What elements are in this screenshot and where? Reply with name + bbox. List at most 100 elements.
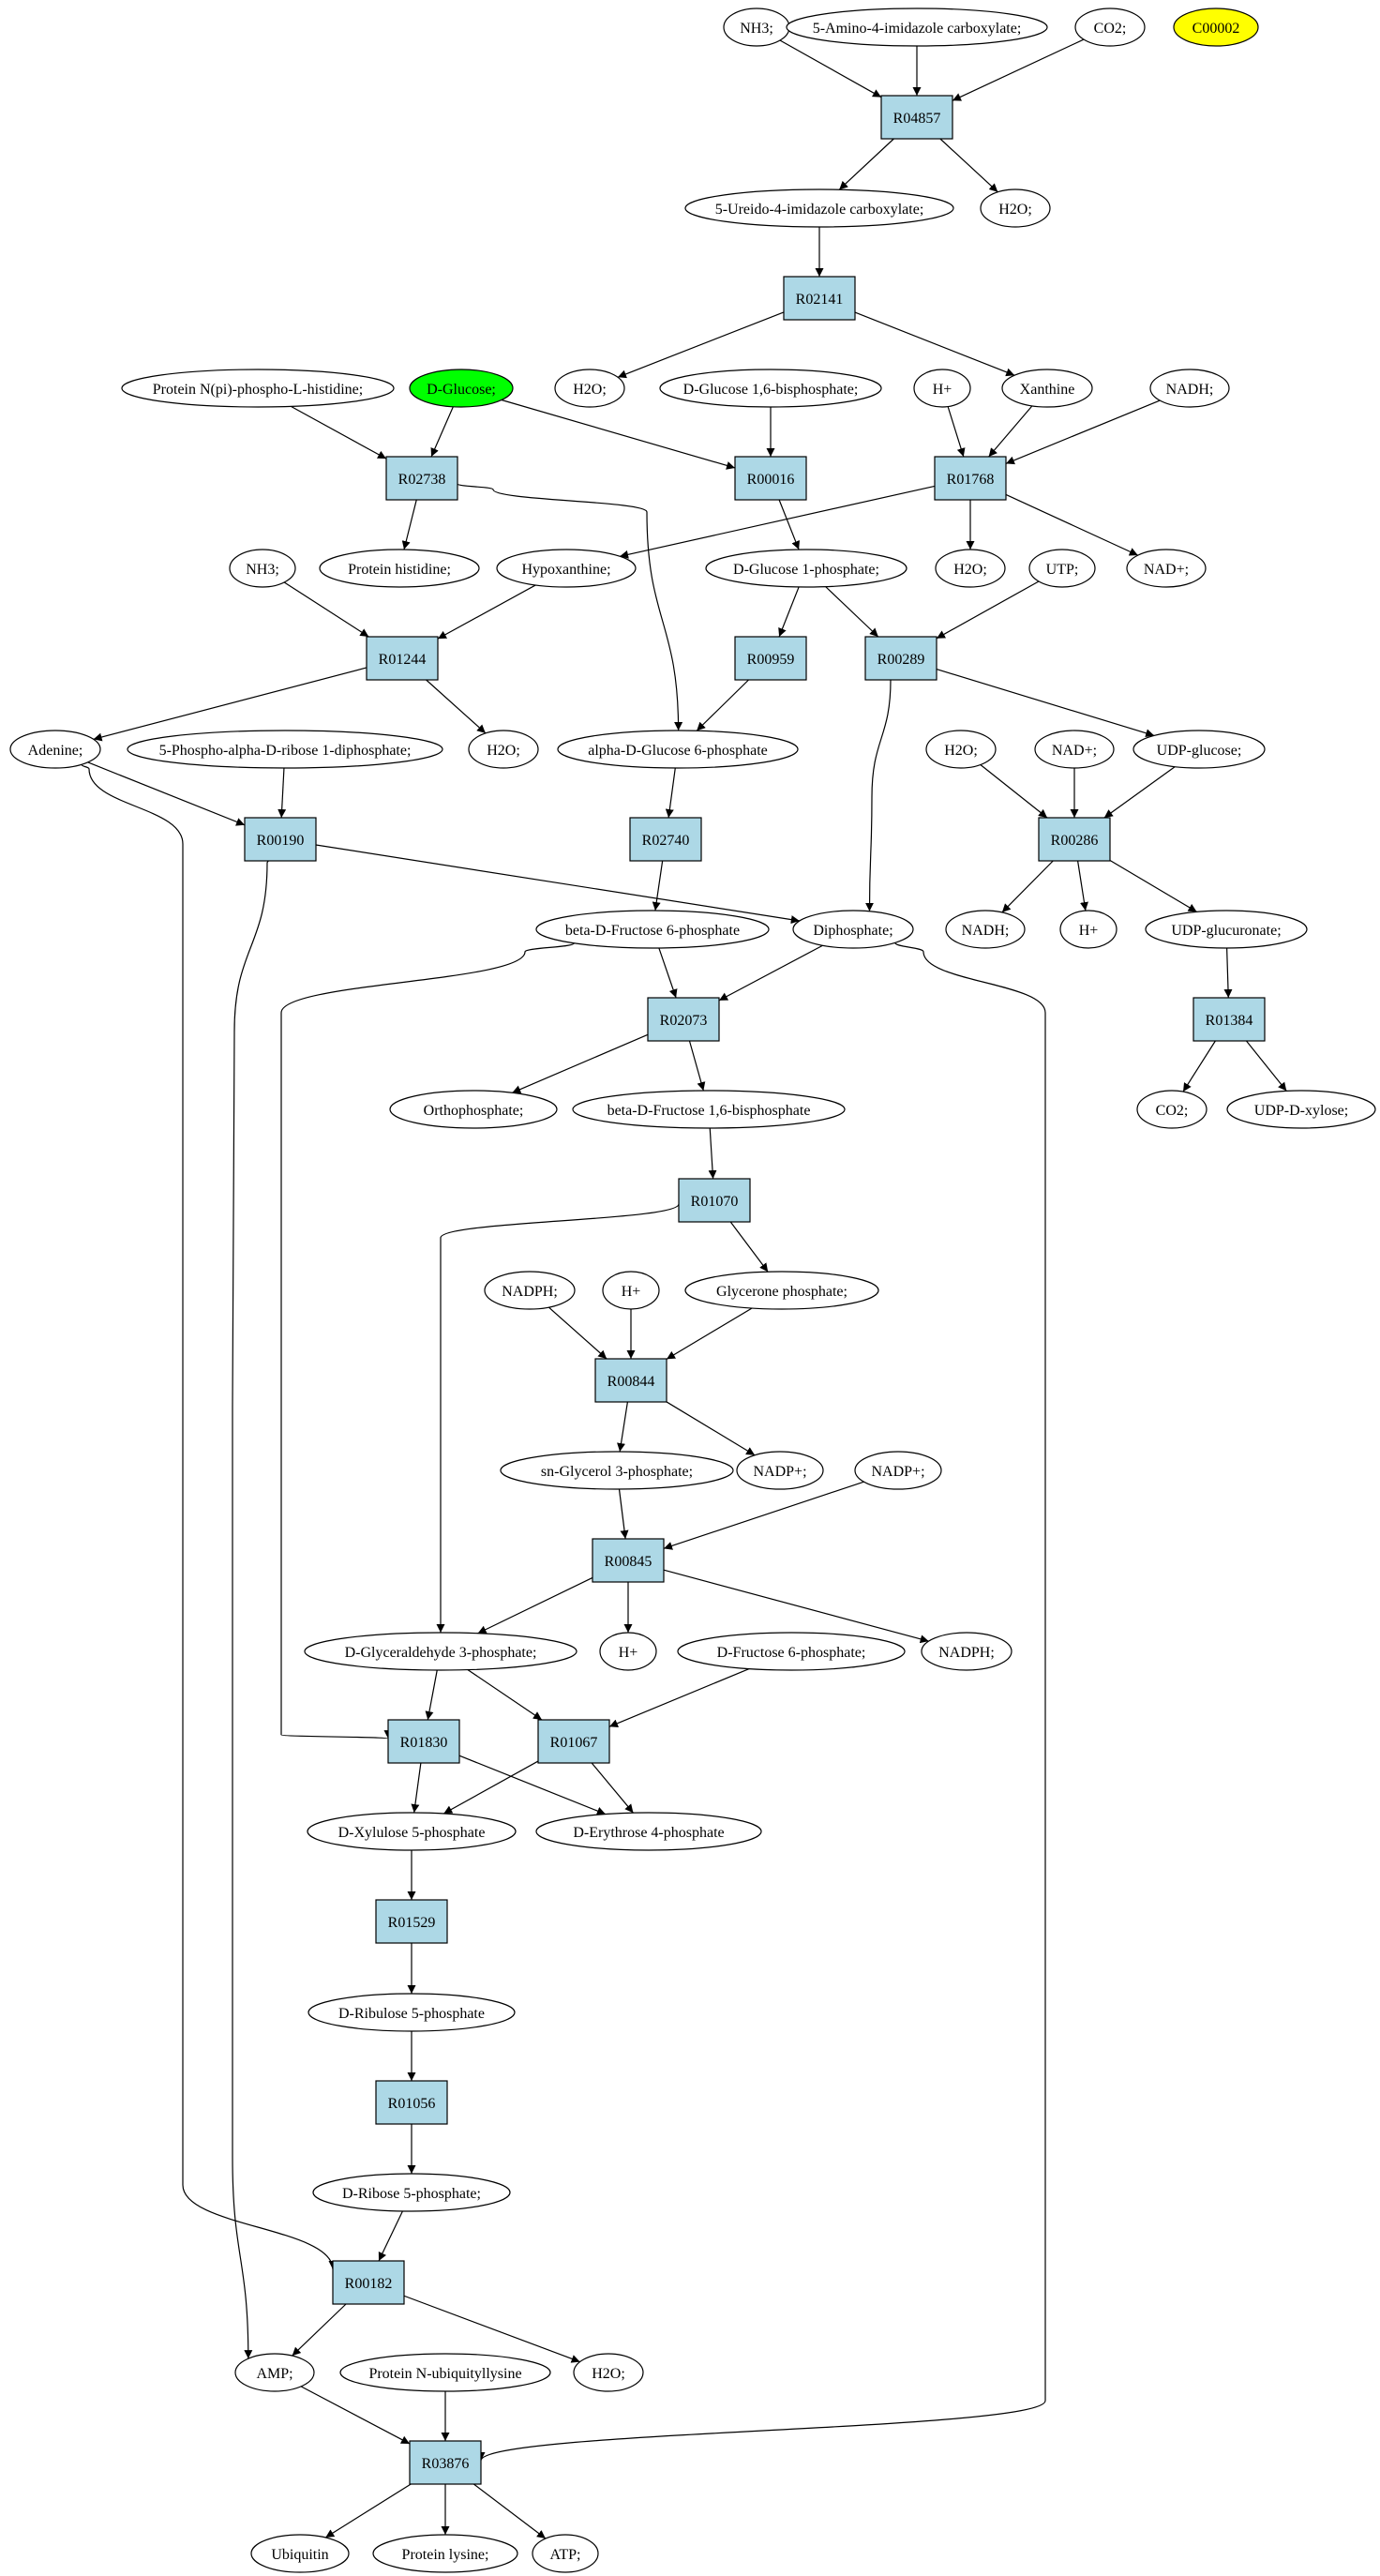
metabolite-node-utp[interactable]: UTP; bbox=[1028, 549, 1096, 588]
reaction-node-r01056[interactable]: R01056 bbox=[375, 2080, 448, 2125]
metabolite-node-ubiquitin[interactable]: Ubiquitin bbox=[250, 2534, 350, 2573]
metabolite-node-h2o-f[interactable]: H2O; bbox=[573, 2353, 644, 2392]
metabolite-node-dx5p[interactable]: D-Xylulose 5-phosphate bbox=[307, 1812, 517, 1851]
metabolite-node-protlys[interactable]: Protein lysine; bbox=[372, 2534, 518, 2573]
metabolite-node-dg3p[interactable]: D-Glyceraldehyde 3-phosphate; bbox=[304, 1632, 578, 1671]
reaction-node-r02141[interactable]: R02141 bbox=[783, 276, 856, 321]
metabolite-node-nh3-a[interactable]: NH3; bbox=[723, 8, 790, 47]
metabolite-node-co2-b[interactable]: CO2; bbox=[1136, 1090, 1208, 1129]
reaction-node-r01384[interactable]: R01384 bbox=[1192, 997, 1266, 1042]
reaction-node-r00286[interactable]: R00286 bbox=[1038, 817, 1111, 862]
reaction-node-r01070[interactable]: R01070 bbox=[678, 1178, 751, 1223]
reaction-node-r02738[interactable]: R02738 bbox=[385, 456, 458, 501]
edge-R00286-to-nadh_b bbox=[1001, 860, 1054, 913]
metabolite-node-udpglc[interactable]: UDP-glucose; bbox=[1132, 730, 1266, 769]
node-label: NADP+; bbox=[871, 1464, 924, 1480]
metabolite-node-h2o-a[interactable]: H2O; bbox=[980, 188, 1051, 228]
metabolite-node-atp[interactable]: ATP; bbox=[532, 2534, 599, 2573]
reaction-node-r04857[interactable]: R04857 bbox=[880, 95, 953, 140]
metabolite-node-bf6p[interactable]: beta-D-Fructose 6-phosphate bbox=[535, 910, 770, 949]
metabolite-node-prpp[interactable]: 5-Phospho-alpha-D-ribose 1-diphosphate; bbox=[127, 730, 443, 769]
edge-diphos-to-R03876 bbox=[476, 942, 1046, 2462]
metabolite-node-h2o-b[interactable]: H2O; bbox=[554, 369, 625, 408]
metabolite-node-nadplus-b[interactable]: NAD+; bbox=[1034, 730, 1115, 769]
reaction-node-r00289[interactable]: R00289 bbox=[864, 636, 938, 681]
metabolite-node-sng3p[interactable]: sn-Glycerol 3-phosphate; bbox=[500, 1451, 734, 1490]
edge-R01384-to-co2_b bbox=[1182, 1040, 1216, 1092]
metabolite-node-bf16bp[interactable]: beta-D-Fructose 1,6-bisphosphate bbox=[572, 1090, 846, 1129]
edge-R00286-to-hplus_b bbox=[1076, 860, 1088, 911]
metabolite-node-nadph-a[interactable]: NADPH; bbox=[484, 1271, 576, 1310]
metabolite-ellipse bbox=[792, 910, 914, 949]
metabolite-node-nadh-a[interactable]: NADH; bbox=[1149, 369, 1230, 408]
metabolite-node-h2o-e[interactable]: H2O; bbox=[925, 730, 997, 769]
edge-adenine-to-R00182 bbox=[81, 764, 338, 2270]
reaction-box bbox=[537, 1719, 610, 1764]
metabolite-node-hplus-c[interactable]: H+ bbox=[602, 1271, 660, 1310]
reaction-node-r01529[interactable]: R01529 bbox=[375, 1899, 448, 1944]
edge-g1p-to-R00959 bbox=[778, 586, 800, 638]
metabolite-node-nh3-b[interactable]: NH3; bbox=[229, 549, 296, 588]
node-label: R00182 bbox=[345, 2276, 393, 2292]
metabolite-node-udpglcu[interactable]: UDP-glucuronate; bbox=[1145, 910, 1308, 949]
metabolite-node-nadh-b[interactable]: NADH; bbox=[945, 910, 1026, 949]
node-label: H2O; bbox=[592, 2366, 625, 2382]
metabolite-node-dribu5p[interactable]: D-Ribulose 5-phosphate bbox=[308, 1993, 516, 2032]
edge-ag6p-to-R02740 bbox=[665, 767, 676, 819]
metabolite-node-dglucose[interactable]: D-Glucose; bbox=[409, 369, 514, 408]
metabolite-node-h2o-d[interactable]: H2O; bbox=[468, 730, 539, 769]
reaction-node-r00845[interactable]: R00845 bbox=[592, 1538, 665, 1583]
metabolite-node-aica[interactable]: 5-Amino-4-imidazole carboxylate; bbox=[786, 8, 1048, 47]
reaction-node-r00844[interactable]: R00844 bbox=[594, 1358, 668, 1403]
metabolite-node-ureido[interactable]: 5-Ureido-4-imidazole carboxylate; bbox=[684, 188, 954, 228]
reaction-node-r02073[interactable]: R02073 bbox=[647, 997, 720, 1042]
node-label: D-Ribulose 5-phosphate bbox=[338, 2006, 485, 2022]
metabolite-node-hypox[interactable]: Hypoxanthine; bbox=[496, 549, 637, 588]
metabolite-node-prothis[interactable]: Protein histidine; bbox=[319, 549, 480, 588]
metabolite-node-g1p[interactable]: D-Glucose 1-phosphate; bbox=[705, 549, 908, 588]
metabolite-node-hplus-d[interactable]: H+ bbox=[599, 1632, 657, 1671]
metabolite-node-hplus-a[interactable]: H+ bbox=[913, 369, 971, 408]
nodes-layer: NH3;5-Amino-4-imidazole carboxylate;CO2;… bbox=[9, 8, 1376, 2573]
metabolite-node-glyceronep[interactable]: Glycerone phosphate; bbox=[684, 1271, 879, 1310]
edge-g1p-to-R00289 bbox=[825, 586, 879, 638]
metabolite-node-nadph-b[interactable]: NADPH; bbox=[921, 1632, 1012, 1671]
metabolite-node-co2-a[interactable]: CO2; bbox=[1074, 8, 1146, 47]
node-label: R01244 bbox=[379, 652, 427, 668]
reaction-node-r01067[interactable]: R01067 bbox=[537, 1719, 610, 1764]
node-label: H2O; bbox=[487, 743, 520, 759]
node-label: D-Xylulose 5-phosphate bbox=[338, 1825, 486, 1841]
metabolite-node-xanthine[interactable]: Xanthine bbox=[1001, 369, 1093, 408]
metabolite-node-g16bp[interactable]: D-Glucose 1,6-bisphosphate; bbox=[659, 369, 882, 408]
metabolite-node-udpxyl[interactable]: UDP-D-xylose; bbox=[1226, 1090, 1376, 1129]
metabolite-node-diphos[interactable]: Diphosphate; bbox=[792, 910, 914, 949]
metabolite-node-orthoph[interactable]: Orthophosphate; bbox=[389, 1090, 558, 1129]
metabolite-node-nadplus-a[interactable]: NAD+; bbox=[1126, 549, 1207, 588]
metabolite-node-h2o-c[interactable]: H2O; bbox=[935, 549, 1006, 588]
reaction-box bbox=[366, 636, 439, 681]
reaction-node-r02740[interactable]: R02740 bbox=[629, 817, 702, 862]
reaction-node-r01768[interactable]: R01768 bbox=[934, 456, 1007, 501]
metabolite-node-protnpi[interactable]: Protein N(pi)-phospho-L-histidine; bbox=[121, 369, 395, 408]
node-label: R02740 bbox=[642, 833, 690, 849]
reaction-node-r01244[interactable]: R01244 bbox=[366, 636, 439, 681]
metabolite-node-nadpplus-a[interactable]: NADP+; bbox=[736, 1451, 824, 1490]
metabolite-node-ag6p[interactable]: alpha-D-Glucose 6-phosphate bbox=[557, 730, 799, 769]
reaction-node-r03876[interactable]: R03876 bbox=[409, 2440, 482, 2485]
metabolite-node-nadpplus-b[interactable]: NADP+; bbox=[854, 1451, 942, 1490]
metabolite-node-de4p[interactable]: D-Erythrose 4-phosphate bbox=[535, 1812, 762, 1851]
reaction-node-r00190[interactable]: R00190 bbox=[244, 817, 317, 862]
metabolite-node-hplus-b[interactable]: H+ bbox=[1059, 910, 1118, 949]
edge-R01768-to-nadplus_a bbox=[1005, 493, 1139, 556]
metabolite-node-protnubq[interactable]: Protein N-ubiquityllysine bbox=[339, 2353, 551, 2392]
reaction-node-r00016[interactable]: R00016 bbox=[734, 456, 807, 501]
reaction-node-r00959[interactable]: R00959 bbox=[734, 636, 807, 681]
reaction-box bbox=[678, 1178, 751, 1223]
metabolite-node-df6p[interactable]: D-Fructose 6-phosphate; bbox=[677, 1632, 906, 1671]
metabolite-node-amp[interactable]: AMP; bbox=[234, 2353, 315, 2392]
reaction-node-r01830[interactable]: R01830 bbox=[387, 1719, 460, 1764]
metabolite-node-c00002[interactable]: C00002 bbox=[1173, 8, 1259, 47]
reaction-node-r00182[interactable]: R00182 bbox=[332, 2260, 405, 2305]
metabolite-node-adenine[interactable]: Adenine; bbox=[9, 730, 101, 769]
metabolite-node-dr5p[interactable]: D-Ribose 5-phosphate; bbox=[312, 2173, 511, 2212]
